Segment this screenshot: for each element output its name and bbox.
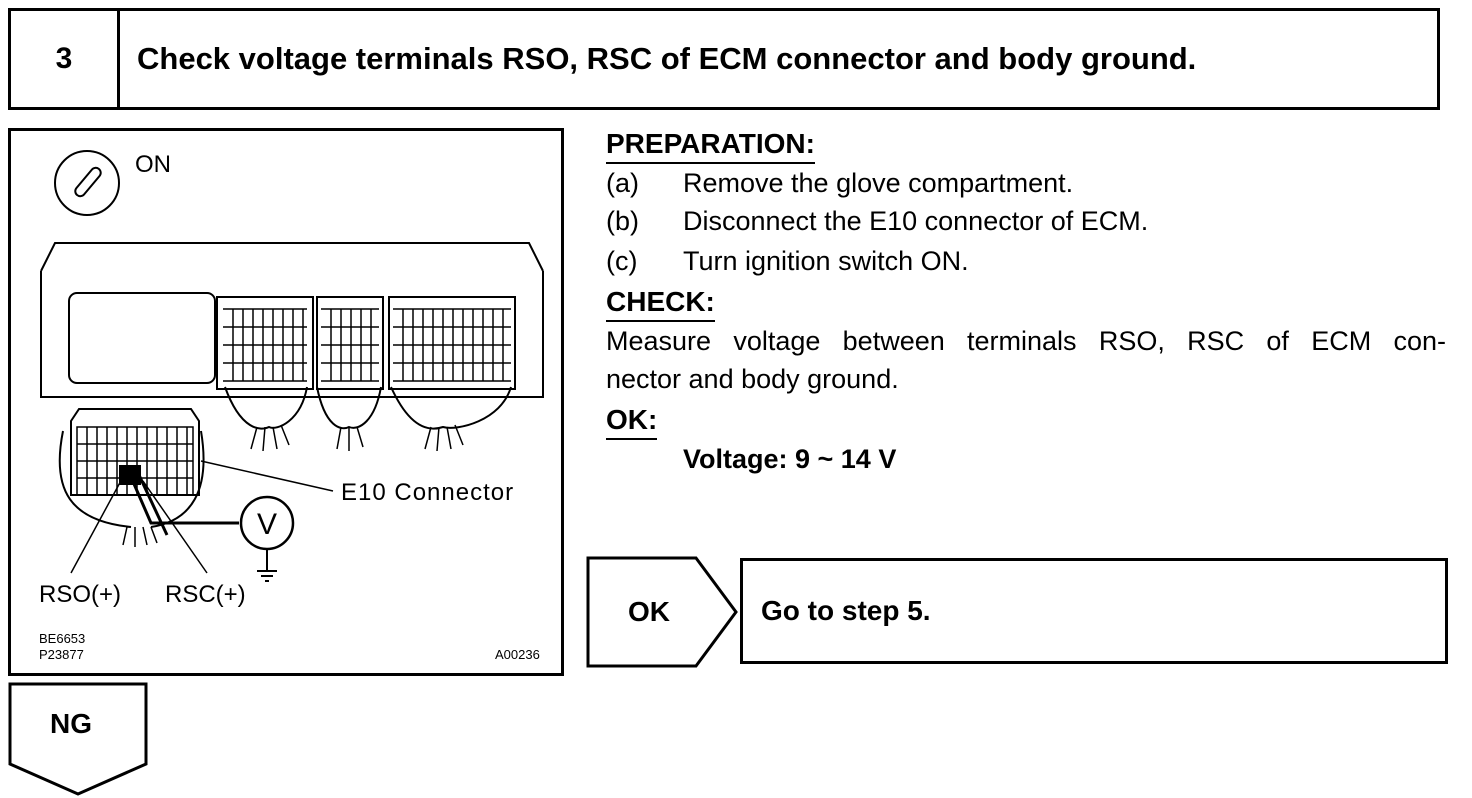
terminal-rso-label: RSO(+) — [39, 581, 122, 608]
preparation-heading: PREPARATION: — [606, 128, 815, 164]
ecm-unit-icon — [40, 242, 544, 452]
voltmeter-symbol: V — [257, 508, 277, 541]
connector-leader-line — [200, 460, 334, 492]
connector-label: E10 Connector — [341, 479, 515, 506]
figure-code-3: A00236 — [495, 647, 540, 662]
ok-result-label: OK — [628, 596, 670, 627]
prep-step-b-marker: (b) — [606, 206, 639, 236]
prep-step-b-text: Disconnect the E10 connector of ECM. — [683, 206, 1149, 236]
prep-step-c-marker: (c) — [606, 246, 638, 276]
e10-connector-icon — [58, 408, 205, 547]
terminal-rsc-label: RSC(+) — [165, 581, 246, 608]
ok-spec-heading: OK: — [606, 404, 658, 440]
ignition-state-label: ON — [135, 151, 171, 178]
prep-step-c-text: Turn ignition switch ON. — [683, 246, 969, 276]
rsc-leader-line — [142, 480, 208, 574]
voltmeter-icon — [129, 474, 295, 582]
prep-step-a-text: Remove the glove compartment. — [683, 168, 1074, 198]
ng-arrow-icon — [8, 682, 148, 796]
prep-step-a-marker: (a) — [606, 168, 639, 198]
check-text-line-2: nector and body ground. — [606, 364, 899, 394]
figure-code-1: BE6653 — [39, 631, 86, 646]
step-title: Check voltage terminals RSO, RSC of ECM … — [137, 41, 1197, 76]
rso-leader-line — [70, 476, 124, 574]
ng-result-label: NG — [50, 708, 92, 739]
figure-code-2: P23877 — [39, 647, 84, 662]
connector-illustration: V ON E10 Connector RSO(+) RSC(+) BE6653 … — [8, 128, 564, 676]
ignition-key-icon — [54, 150, 120, 216]
check-heading: CHECK: — [606, 286, 715, 322]
step-header: 3 Check voltage terminals RSO, RSC of EC… — [8, 8, 1440, 110]
ok-action-text: Go to step 5. — [761, 595, 931, 626]
step-number: 3 — [11, 11, 120, 107]
voltage-spec: Voltage: 9 ~ 14 V — [683, 444, 897, 474]
ok-action-box: Go to step 5. — [740, 558, 1448, 664]
ok-arrow-icon — [586, 556, 738, 668]
check-text-line-1: Measure voltage between terminals RSO, R… — [606, 326, 1446, 356]
ecm-connector-drawing: V — [40, 150, 544, 582]
